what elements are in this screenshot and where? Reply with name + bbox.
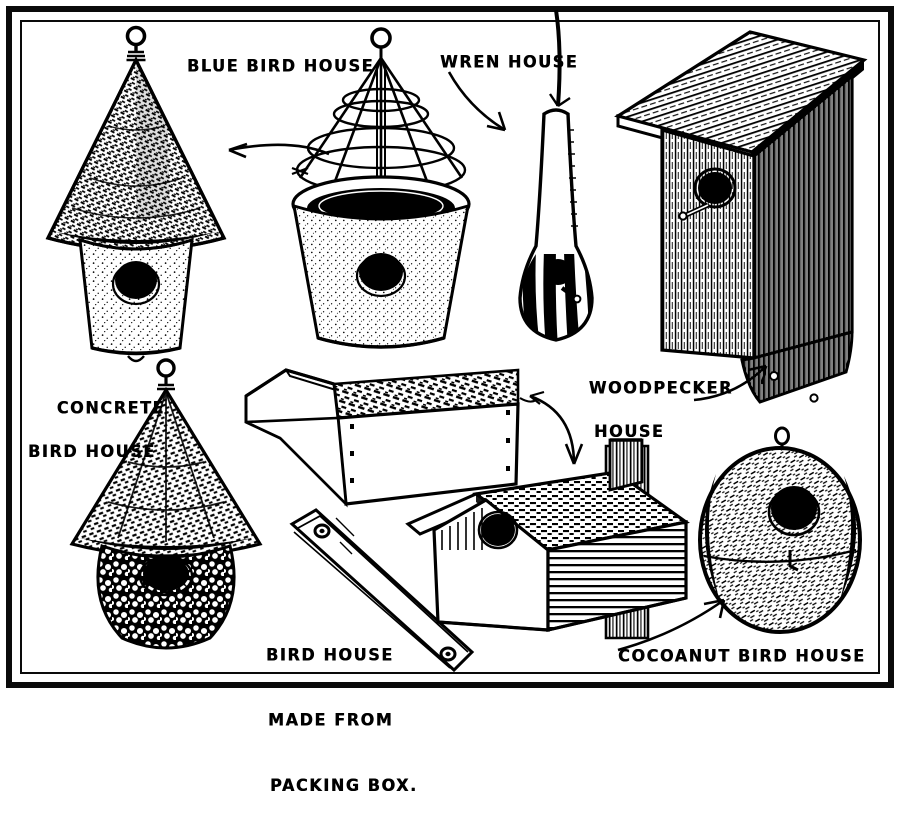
perch-peg [560,286,582,304]
caption-woodpecker-line2: HOUSE [594,421,665,442]
caption-packing-box: BIRD HOUSE MADE FROM PACKING BOX. [266,601,418,840]
entrance-hole [477,510,519,550]
figure-packing-box-bird-house [398,438,690,640]
figure-wire-form-mold [278,18,498,363]
figure-gourd-wren-house [492,9,622,350]
caption-packing-line2: MADE FROM [268,709,394,730]
caption-packing-line3: PACKING BOX. [270,774,418,795]
figure-concrete-cone-bird-house [20,18,250,363]
entrance-hole [138,555,194,597]
illustration-plate: BLUE BIRD HOUSE WREN HOUSE WOODPECKER HO… [6,6,894,795]
arrow-woodpecker-label-to-house [690,352,790,412]
hanging-ring [125,25,147,62]
perch-peg [678,202,710,221]
caption-packing-line1: BIRD HOUSE [266,644,394,665]
bored-hole [313,523,331,539]
arrow-mold-to-concrete-house [205,130,335,180]
entrance-hole [767,486,821,537]
caption-wren-house: WREN HOUSE [440,51,579,72]
figure-woodpecker-house [602,20,890,420]
caption-cocoanut-bird-house: COCOANUT BIRD HOUSE [618,645,866,666]
arrow-crate-to-bird-house [518,386,628,482]
caption-blue-bird-house: BLUE BIRD HOUSE [187,55,375,76]
mounting-board [740,330,854,404]
figure-concrete-pebble-bird-house [48,352,284,652]
entrance-hole [355,253,407,298]
chimney [608,438,644,492]
entrance-hole [693,167,737,209]
perch-peg [788,550,799,572]
entrance-hole [111,261,161,306]
caption-woodpecker-line1: WOODPECKER [588,378,733,399]
arrow-cocoanut-label-to-house [612,588,742,658]
caption-concrete-bird-house: CONCRETE BIRD HOUSE [28,376,165,506]
figure-cocoanut-bird-house [694,424,874,634]
caption-woodpecker-house: WOODPECKER HOUSE [560,356,733,486]
figure-plank-board [282,502,482,682]
caption-concrete-line2: BIRD HOUSE [28,441,156,462]
caption-concrete-line1: CONCRETE [56,398,166,419]
hanging-ring [370,27,392,58]
entrance-hole [544,259,572,285]
bored-hole [439,646,457,662]
arrow-wren-label-to-gourd [443,64,563,144]
figure-open-packing-crate [238,356,538,526]
